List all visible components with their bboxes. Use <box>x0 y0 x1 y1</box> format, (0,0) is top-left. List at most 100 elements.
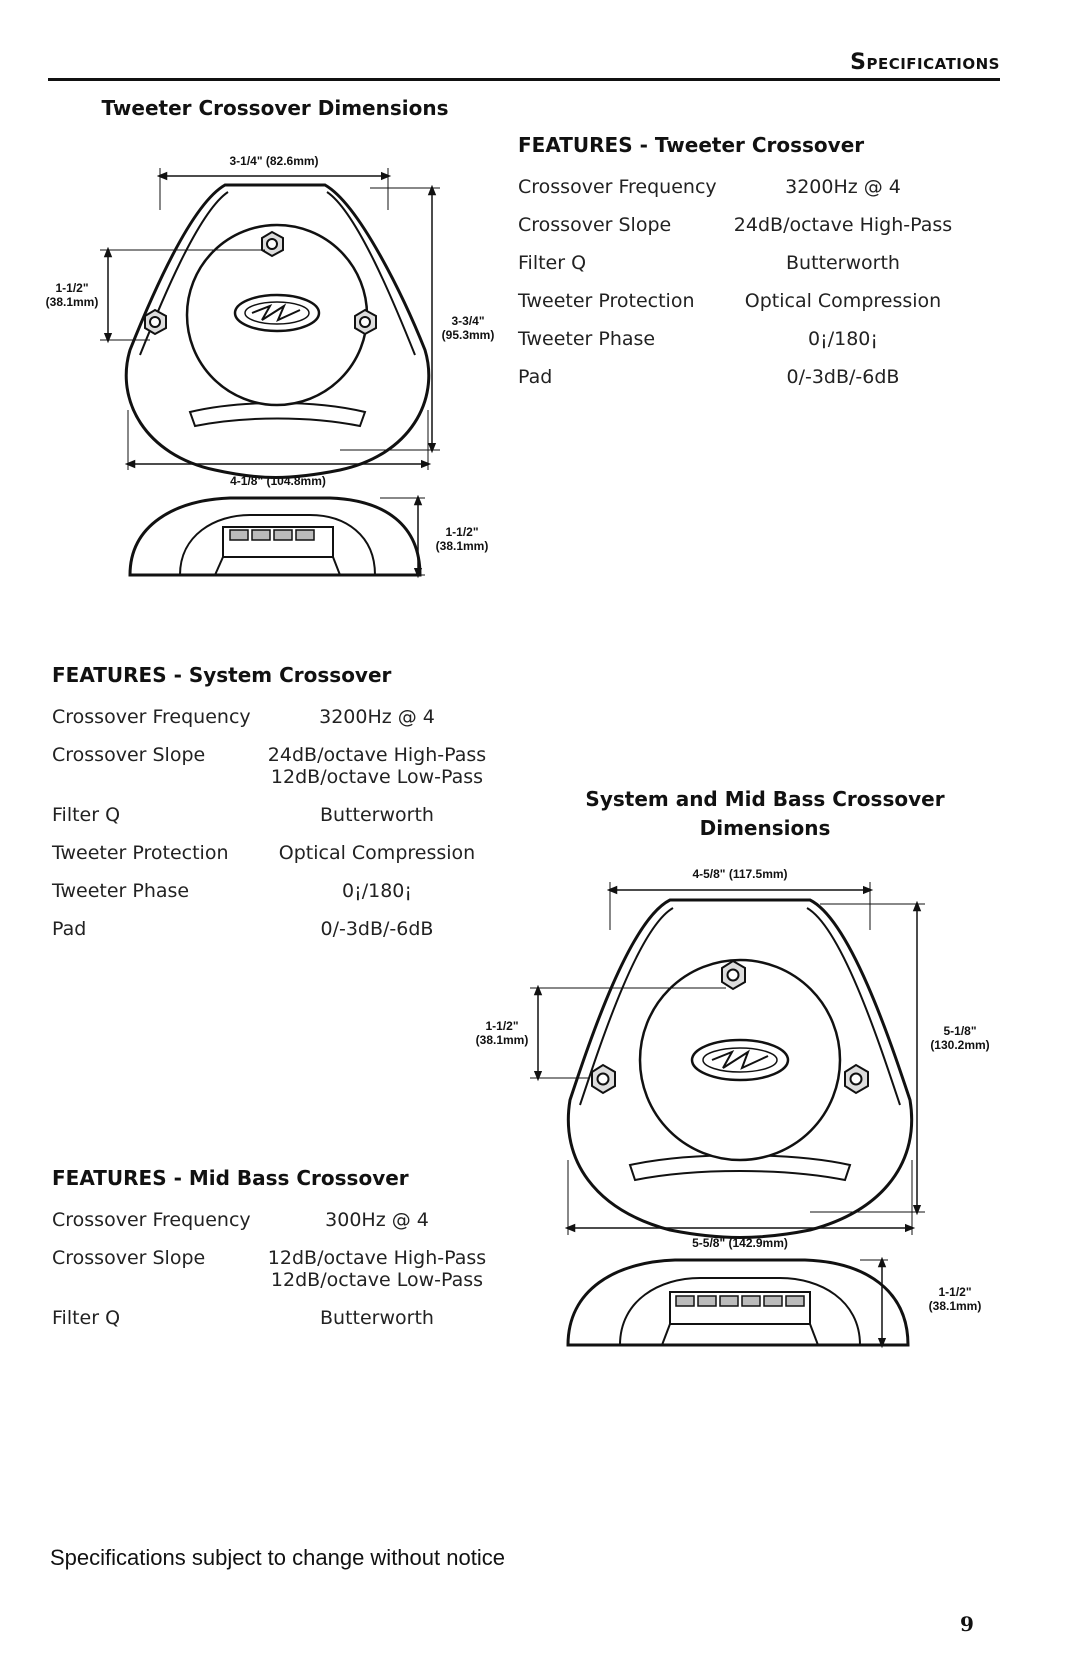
system-figure-title-line2: Dimensions <box>699 816 831 840</box>
system-crossover-drawing: 4-5/8" (117.5mm) 1-1/2" (38.1mm) 5-1/8" … <box>476 867 990 1349</box>
header-divider <box>48 78 1000 81</box>
spec-value-line: Optical Compression <box>744 290 942 312</box>
spec-value-line: 0/-3dB/-6dB <box>320 918 434 940</box>
spec-value: Butterworth <box>262 804 492 826</box>
spec-value: 300Hz @ 4 <box>262 1209 492 1231</box>
system-dim-left-2: (38.1mm) <box>476 1033 529 1047</box>
spec-value-line: 0/-3dB/-6dB <box>786 366 900 388</box>
spec-value-line: 300Hz @ 4 <box>325 1209 429 1231</box>
system-dim-bottom: 5-5/8" (142.9mm) <box>692 1236 788 1250</box>
spec-value-line: 24dB/octave High-Pass <box>267 744 487 766</box>
spec-row: Crossover Frequency 300Hz @ 4 <box>52 1209 492 1231</box>
spec-row: Filter Q Butterworth <box>518 252 958 274</box>
tweeter-dim-side-2: (38.1mm) <box>436 539 489 553</box>
spec-value-line: 12dB/octave Low-Pass <box>270 1269 484 1291</box>
screw-icon <box>721 959 746 991</box>
spec-value: 3200Hz @ 4 <box>728 176 958 198</box>
spec-row: Tweeter Protection Optical Compression <box>518 290 958 312</box>
spec-value-line: 0¡/180¡ <box>808 328 878 350</box>
spec-label: Crossover Frequency <box>52 706 251 728</box>
tweeter-dim-side-1: 1-1/2" <box>445 525 478 539</box>
system-dim-side-1: 1-1/2" <box>938 1285 971 1299</box>
spec-label: Filter Q <box>518 252 587 274</box>
spec-row: Tweeter Phase 0¡/180¡ <box>52 880 492 902</box>
spec-value: Butterworth <box>262 1307 492 1329</box>
terminal-block-icon <box>229 529 315 541</box>
system-figure-title-line1: System and Mid Bass Crossover <box>585 787 945 811</box>
spec-label: Crossover Slope <box>518 214 672 236</box>
spec-label: Tweeter Phase <box>518 328 656 350</box>
spec-value-line: 24dB/octave High-Pass <box>733 214 953 236</box>
spec-label: Tweeter Protection <box>518 290 695 312</box>
brand-logo <box>690 1038 790 1082</box>
screw-icon <box>354 308 377 336</box>
spec-label: Crossover Slope <box>52 1247 206 1269</box>
brand-logo <box>233 293 321 333</box>
spec-value-line: 3200Hz @ 4 <box>785 176 901 198</box>
spec-value: Butterworth <box>728 252 958 274</box>
tweeter-dim-bottom: 4-1/8" (104.8mm) <box>230 474 326 488</box>
spec-value: Optical Compression <box>728 290 958 312</box>
spec-label: Crossover Slope <box>52 744 206 766</box>
system-figure-title: System and Mid Bass Crossover Dimensions <box>575 785 955 843</box>
screw-icon <box>144 308 167 336</box>
tweeter-crossover-drawing: 3-1/4" (82.6mm) 1-1/2" (38.1mm) 3-3/4" (… <box>46 154 495 579</box>
tweeter-dim-left-1: 1-1/2" <box>55 281 88 295</box>
system-dim-right-1: 5-1/8" <box>943 1024 976 1038</box>
spec-label: Pad <box>52 918 87 940</box>
page-number: 9 <box>960 1612 974 1636</box>
spec-value-line: Butterworth <box>786 252 900 274</box>
spec-row: Filter Q Butterworth <box>52 804 492 826</box>
system-dim-top: 4-5/8" (117.5mm) <box>692 867 787 881</box>
screw-icon <box>844 1063 869 1095</box>
spec-row: Crossover Slope 24dB/octave High-Pass <box>518 214 958 236</box>
spec-label: Crossover Frequency <box>518 176 717 198</box>
page-section-title: Specifications <box>850 50 1000 75</box>
spec-label: Filter Q <box>52 1307 121 1329</box>
spec-label: Filter Q <box>52 804 121 826</box>
spec-value-line: 0¡/180¡ <box>342 880 412 902</box>
screw-icon <box>591 1063 616 1095</box>
spec-value: 24dB/octave High-Pass <box>728 214 958 236</box>
terminal-block-icon <box>675 1295 805 1307</box>
spec-value: 0¡/180¡ <box>728 328 958 350</box>
spec-label: Tweeter Protection <box>52 842 229 864</box>
tweeter-dim-left-2: (38.1mm) <box>46 295 99 309</box>
tweeter-dim-top: 3-1/4" (82.6mm) <box>229 154 318 168</box>
spec-value-line: Butterworth <box>320 804 434 826</box>
spec-row: Filter Q Butterworth <box>52 1307 492 1329</box>
spec-value: 0¡/180¡ <box>262 880 492 902</box>
spec-row: Pad 0/-3dB/-6dB <box>518 366 958 388</box>
spec-label: Pad <box>518 366 553 388</box>
spec-value-line: 12dB/octave High-Pass <box>267 1247 487 1269</box>
spec-value-line: 12dB/octave Low-Pass <box>270 766 484 788</box>
tweeter-figure-title: Tweeter Crossover Dimensions <box>101 96 449 120</box>
spec-row: Crossover Frequency 3200Hz @ 4 <box>52 706 492 728</box>
system-dim-side-2: (38.1mm) <box>929 1299 982 1313</box>
system-dim-left-1: 1-1/2" <box>485 1019 518 1033</box>
spec-row: Pad 0/-3dB/-6dB <box>52 918 492 940</box>
spec-label: Crossover Frequency <box>52 1209 251 1231</box>
footer-note: Specifications subject to change without… <box>50 1545 505 1570</box>
system-dim-right-2: (130.2mm) <box>930 1038 989 1052</box>
spec-value-line: Butterworth <box>320 1307 434 1329</box>
spec-value: 0/-3dB/-6dB <box>262 918 492 940</box>
spec-label: Tweeter Phase <box>52 880 190 902</box>
tweeter-features-title: FEATURES - Tweeter Crossover <box>518 133 865 157</box>
tweeter-dim-right-2: (95.3mm) <box>442 328 495 342</box>
spec-value: 0/-3dB/-6dB <box>728 366 958 388</box>
spec-row: Tweeter Phase 0¡/180¡ <box>518 328 958 350</box>
tweeter-dim-right-1: 3-3/4" <box>451 314 484 328</box>
system-features-title: FEATURES - System Crossover <box>52 663 392 687</box>
spec-value: Optical Compression <box>262 842 492 864</box>
spec-row: Crossover Frequency 3200Hz @ 4 <box>518 176 958 198</box>
spec-value-line: Optical Compression <box>278 842 476 864</box>
spec-value-line: 3200Hz @ 4 <box>319 706 435 728</box>
midbass-features-title: FEATURES - Mid Bass Crossover <box>52 1166 409 1190</box>
spec-value: 3200Hz @ 4 <box>262 706 492 728</box>
spec-row: Tweeter Protection Optical Compression <box>52 842 492 864</box>
